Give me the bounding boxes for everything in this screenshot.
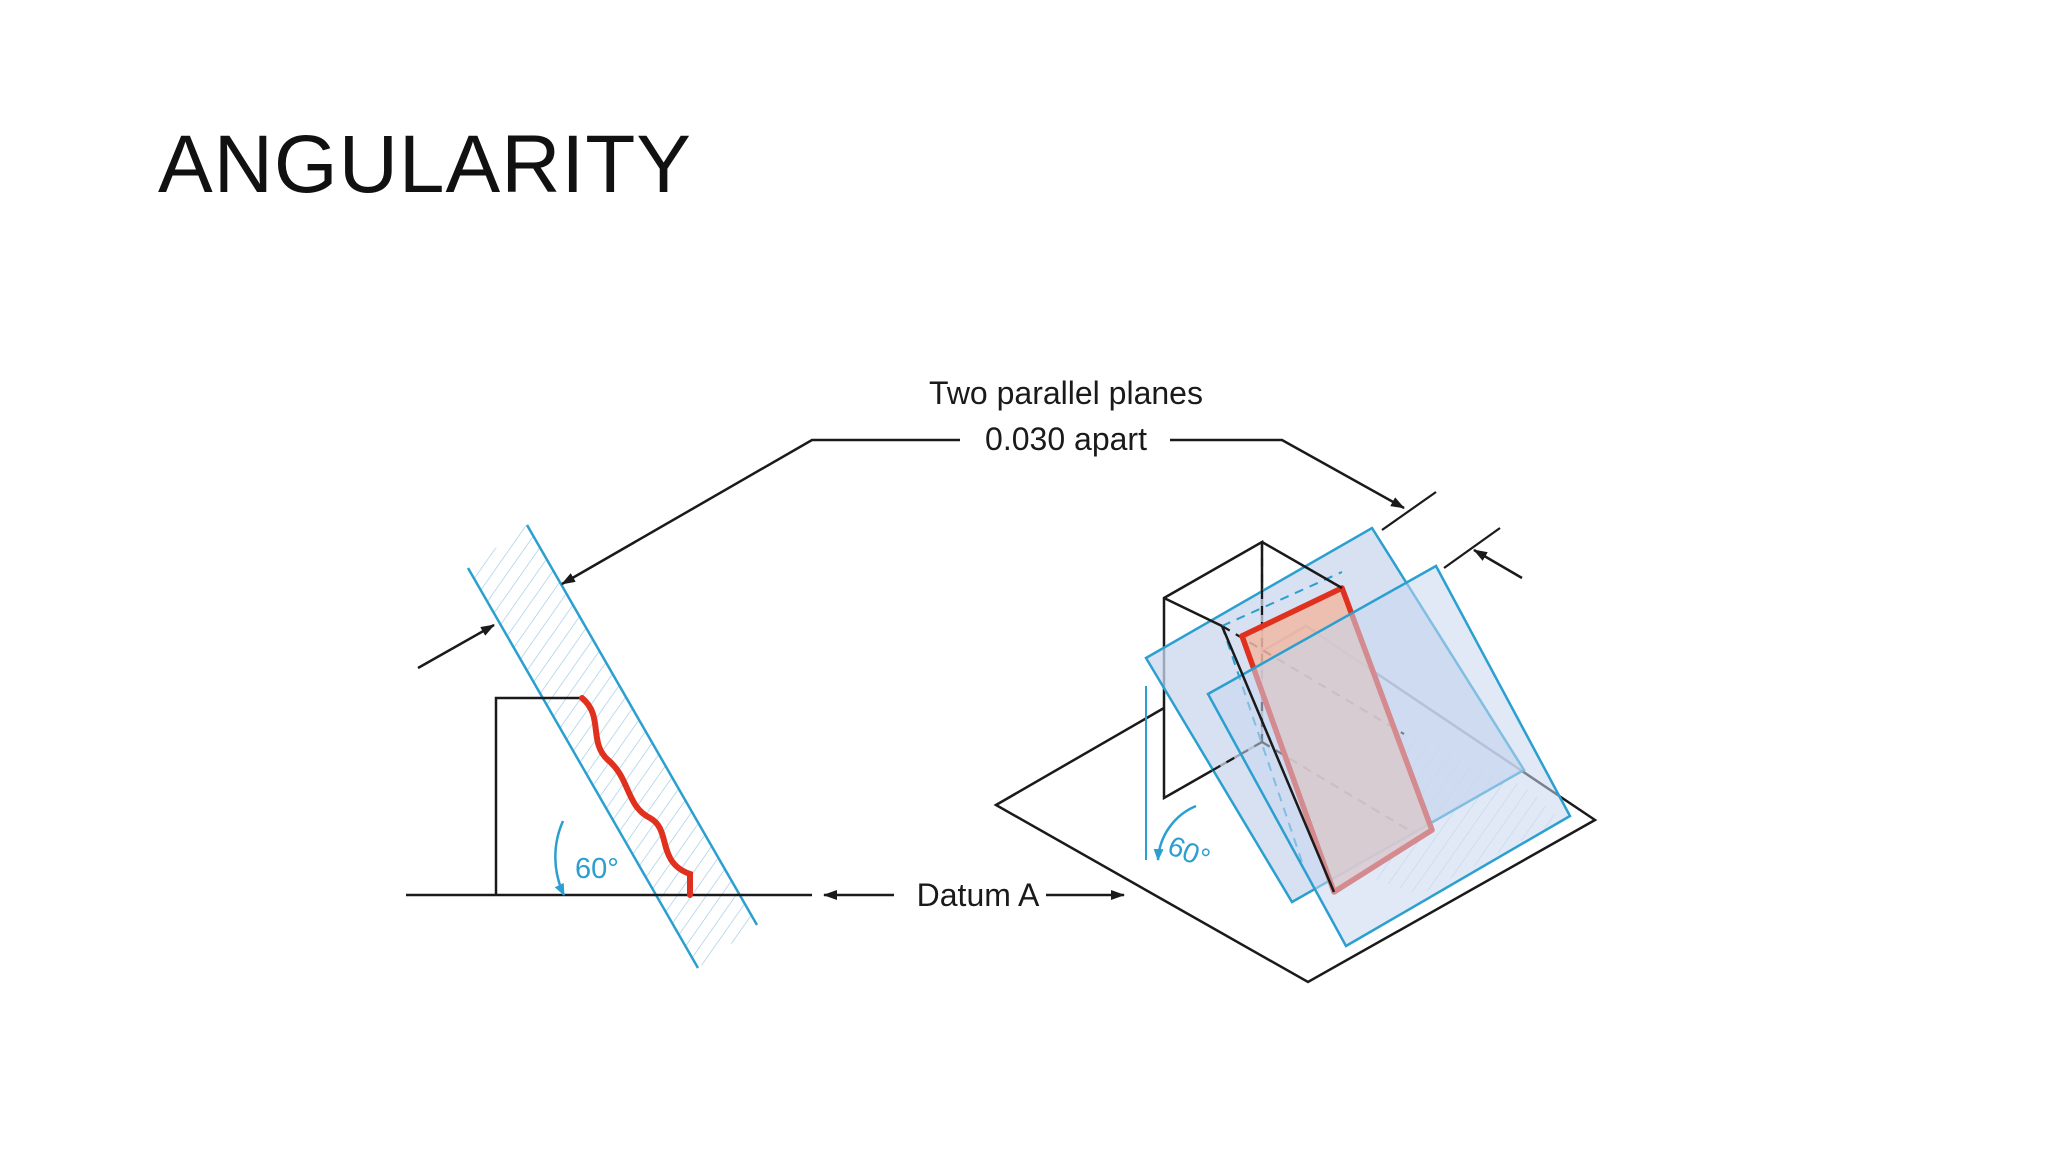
tolerance-plane-front xyxy=(1206,564,1572,948)
angle-arc-right xyxy=(1153,804,1197,861)
leader-left xyxy=(561,438,960,586)
callout-line2: 0.030 apart xyxy=(985,421,1147,457)
block-edges xyxy=(1163,540,1343,893)
callout: Two parallel planes 0.030 apart xyxy=(561,375,1405,586)
extension-line-1 xyxy=(1381,491,1437,531)
hidden-edges-blue xyxy=(1221,571,1343,863)
actual-surface xyxy=(579,695,693,898)
right-view: 60° xyxy=(993,491,1598,984)
dimension-arrow-right xyxy=(1473,548,1523,580)
leader-right xyxy=(1170,438,1405,510)
callout-line1: Two parallel planes xyxy=(929,375,1203,411)
slide-title: ANGULARITY xyxy=(158,119,692,210)
datum-label: Datum A xyxy=(917,877,1040,913)
tolerance-plane-lower xyxy=(466,567,700,969)
dimension-arrow-left xyxy=(417,623,495,670)
angle-arc-left xyxy=(554,820,566,896)
datum-callout: Datum A xyxy=(823,877,1125,913)
tolerance-plane-upper xyxy=(525,524,759,926)
tolerance-zone-hatch xyxy=(468,525,757,968)
angle-label-left: 60° xyxy=(575,853,619,885)
left-view: 60° xyxy=(406,524,812,969)
part-outline xyxy=(494,696,582,895)
extension-line-2 xyxy=(1443,527,1501,569)
